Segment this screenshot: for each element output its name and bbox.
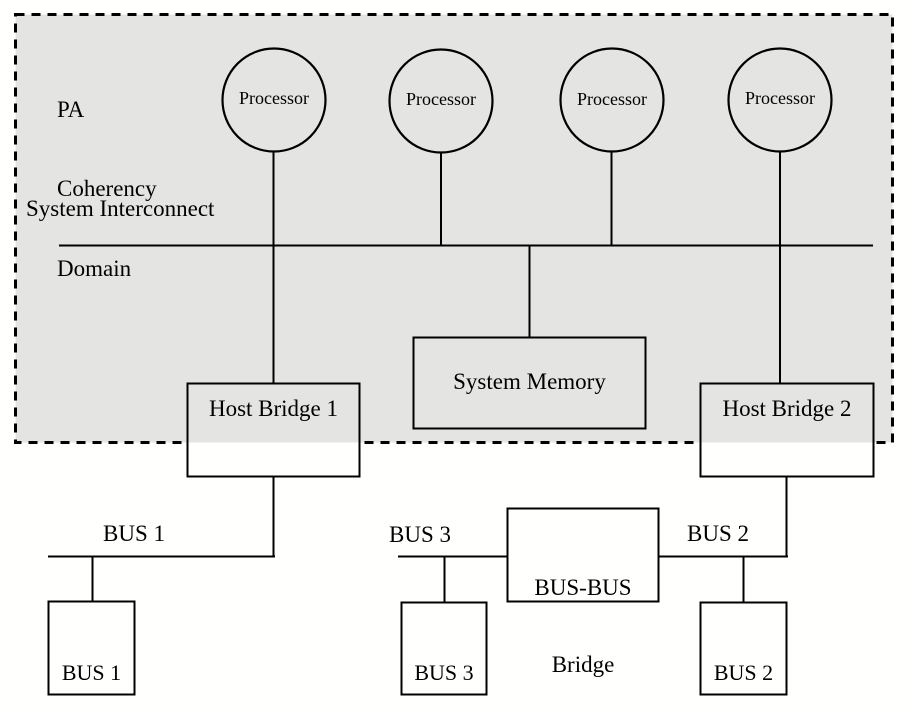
host-bridge-2-box-lower: [700, 442, 874, 477]
bus-2-ioa-box[interactable]: [699, 601, 788, 696]
processor-circle-3[interactable]: [559, 47, 665, 153]
host-bridge-1-box-upper: [187, 383, 360, 443]
processor-circle-1[interactable]: [221, 47, 327, 153]
processor-circle-2[interactable]: [388, 48, 494, 154]
processor-circle-4[interactable]: [727, 47, 833, 153]
system-memory-box[interactable]: [412, 336, 647, 430]
host-bridge-2-box-upper: [700, 383, 874, 443]
host-bridge-1-box-lower: [187, 442, 360, 477]
bus-bus-bridge-box[interactable]: [506, 507, 660, 603]
bus-1-ioa-box[interactable]: [47, 600, 136, 696]
bus-3-ioa-box[interactable]: [400, 601, 488, 696]
